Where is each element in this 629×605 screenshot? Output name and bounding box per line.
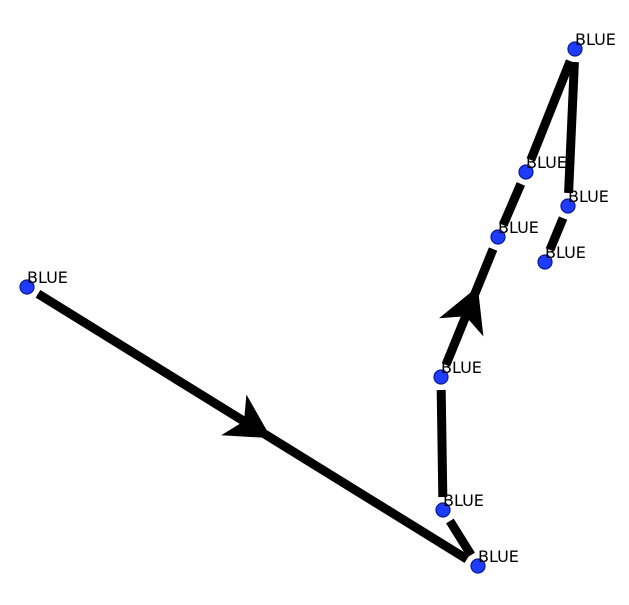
node-n5[interactable] [490,229,506,245]
node-n3[interactable] [435,502,451,518]
arrowhead-n4-n5 [439,286,484,337]
edge-n3-n4 [436,389,448,498]
node-n8[interactable] [560,198,576,214]
edge-n8-n9 [545,216,568,252]
node-n2[interactable] [470,558,486,574]
node-n9[interactable] [537,254,553,270]
node-label-n2: BLUE [478,547,519,566]
arrows-layer [221,286,484,439]
edges-layer [35,59,579,563]
node-label-n4: BLUE [441,358,482,377]
node-label-n5: BLUE [498,218,539,237]
arrowhead-n1-n2 [221,394,272,439]
edge-n7-n8 [564,61,579,194]
node-label-n3: BLUE [443,491,484,510]
node-label-n8: BLUE [568,187,609,206]
edge-n6-n7 [526,59,575,162]
node-n1[interactable] [19,279,35,295]
node-n6[interactable] [518,164,534,180]
node-label-n9: BLUE [545,243,586,262]
node-label-n7: BLUE [575,30,616,49]
edge-n5-n6 [499,182,525,227]
node-n7[interactable] [567,41,583,57]
node-n4[interactable] [433,369,449,385]
edge-n2-n3 [446,518,475,558]
nodes-layer [19,41,583,574]
node-label-n1: BLUE [27,268,68,287]
node-label-n6: BLUE [526,153,567,172]
